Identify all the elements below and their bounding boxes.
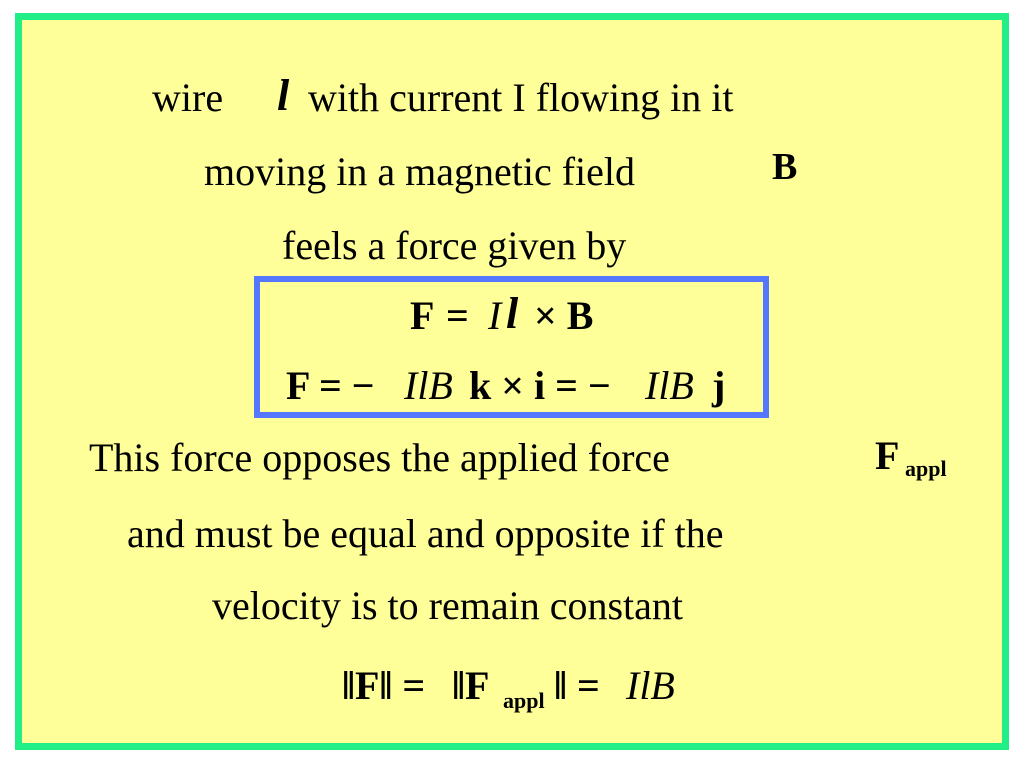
- line7-subscript-appl: appl: [503, 688, 545, 713]
- eq2-F-equals-minus: F = −: [286, 363, 375, 408]
- line7-IlB: IlB: [626, 663, 675, 708]
- line2-text: moving in a magnetic field: [204, 149, 635, 194]
- line5-text: and must be equal and opposite if the: [127, 511, 724, 556]
- line4-symbol-F: F: [875, 433, 900, 478]
- eq1-I: I: [488, 293, 502, 338]
- line7-norm-Fappl-close: ‖ =: [554, 663, 600, 708]
- equation-box: [254, 276, 769, 418]
- line2-symbol-B: B: [772, 146, 798, 188]
- eq2-j: j: [712, 363, 726, 408]
- line7-norm-F: ‖F‖ =: [342, 663, 426, 708]
- line1-symbol-l: l: [277, 71, 290, 120]
- eq1-F: F: [410, 293, 435, 338]
- eq1-l: l: [506, 289, 519, 338]
- line1-suffix: with current I flowing in it: [308, 75, 734, 120]
- line7-norm-Fappl-open: ‖F: [452, 663, 490, 708]
- eq2-k-cross-i: k × i = −: [469, 363, 611, 408]
- eq2-IlB: IlB: [404, 363, 453, 408]
- line6-text: velocity is to remain constant: [212, 583, 683, 628]
- eq2-IlB-2: IlB: [645, 363, 694, 408]
- line1-prefix: wire: [152, 75, 224, 120]
- line4-subscript-appl: appl: [905, 456, 947, 481]
- eq1-equals: =: [446, 293, 469, 338]
- eq1-times-B: × B: [534, 293, 594, 338]
- slide: wire l with current I flowing in it movi…: [15, 13, 1009, 750]
- line3-text: feels a force given by: [282, 223, 627, 268]
- line4-text: This force opposes the applied force: [89, 435, 670, 480]
